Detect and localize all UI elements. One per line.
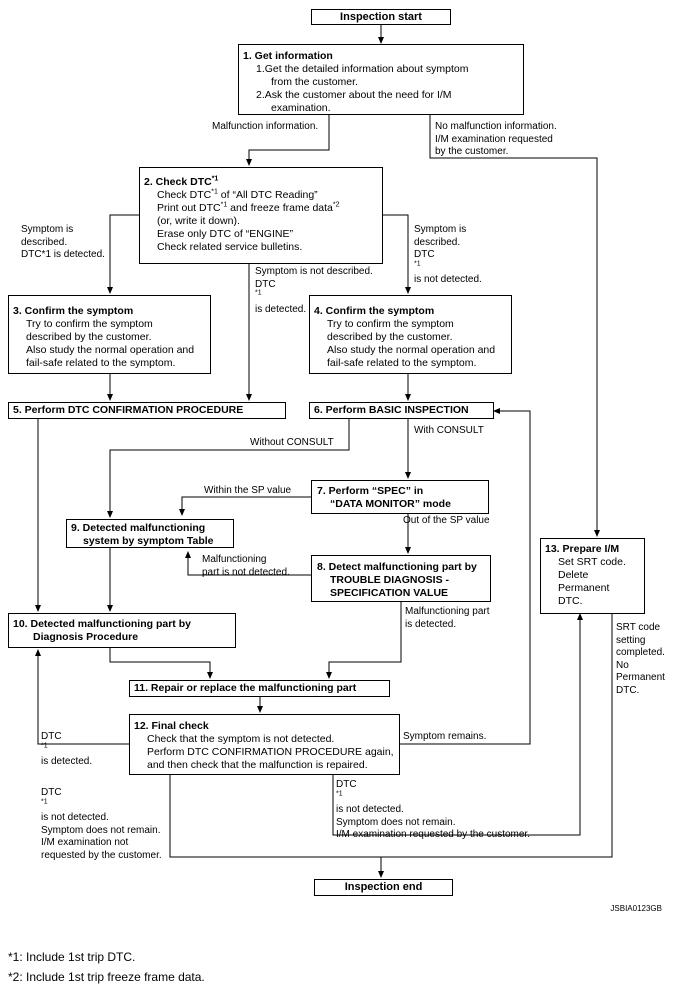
step-11-title: 11. Repair or replace the malfunctioning… [134, 682, 357, 694]
inspection-start-box: Inspection start [311, 9, 451, 25]
label-malfunction-detected: Malfunctioning part is detected. [405, 606, 490, 630]
step-10-title: 10. Detected malfunctioning part by [13, 618, 191, 630]
step-11-box: 11. Repair or replace the malfunctioning… [129, 680, 390, 697]
arrow-2-to-4 [383, 214, 411, 294]
step-5-title: 5. Perform DTC CONFIRMATION PROCEDURE [13, 404, 244, 416]
arrow-13-to-end [381, 614, 613, 858]
step-1-line: from the customer. [271, 76, 358, 88]
step-2-line: (or, write it down). [157, 215, 240, 227]
step-9-title: system by symptom Table [83, 535, 214, 547]
step-13-line: Permanent [558, 582, 610, 594]
step-10-box: 10. Detected malfunctioning part by Diag… [8, 613, 236, 648]
step-1-line: 2.Ask the customer about the need for I/… [256, 89, 452, 101]
step-7-box: 7. Perform “SPEC” in “DATA MONITOR” mode [311, 480, 489, 514]
footnote-1: *1: Include 1st trip DTC. [8, 950, 136, 964]
step-8-title: SPECIFICATION VALUE [330, 587, 449, 599]
step-9-title: 9. Detected malfunctioning [71, 522, 206, 534]
inspection-end-box: Inspection end [314, 879, 453, 896]
arrow-10-to-11 [109, 648, 213, 679]
step-1-line: examination. [271, 102, 331, 114]
figure-code: JSBIA0123GB [610, 904, 662, 913]
label-dtc-detected: DTC*1 is detected. [41, 731, 93, 767]
step-13-line: Set SRT code. [558, 556, 626, 568]
label-no-malfunction: No malfunction information. I/M examinat… [435, 121, 557, 157]
step-4-line: described by the customer. [327, 331, 453, 343]
step-1-title: 1. Get information [243, 50, 333, 62]
arrow-7-to-9 [179, 496, 311, 516]
label-symptom-described-left: Symptom is described. DTC*1 is detected. [21, 224, 105, 260]
label-with-consult: With CONSULT [414, 425, 484, 436]
arrow-8-to-9 [185, 551, 311, 576]
step-12-box: 12. Final check Check that the symptom i… [129, 714, 400, 775]
step-4-line: Try to confirm the symptom [327, 318, 454, 330]
label-without-consult: Without CONSULT [250, 437, 334, 448]
arrow-8-to-11 [326, 602, 402, 679]
label-out-of-sp: Out of the SP value [403, 515, 490, 526]
step-1-line: 1.Get the detailed information about sym… [256, 63, 469, 75]
step-7-title: “DATA MONITOR” mode [330, 498, 451, 510]
label-right-end-condition: DTC*1 is not detected. Symptom does not … [336, 779, 530, 840]
arrow-12-to-6 [400, 408, 531, 745]
step-3-line: Also study the normal operation and [26, 344, 195, 356]
label-symptom-remains: Symptom remains. [403, 731, 487, 742]
step-13-title: 13. Prepare I/M [545, 543, 620, 555]
step-12-line: Check that the symptom is not detected. [147, 733, 335, 745]
step-4-line: Also study the normal operation and [327, 344, 496, 356]
step-13-box: 13. Prepare I/M Set SRT code. Delete Per… [540, 538, 645, 614]
step-7-title: 7. Perform “SPEC” in [317, 485, 424, 497]
step-3-line: described by the customer. [26, 331, 152, 343]
arrow-1-to-2 [246, 115, 330, 166]
step-1-box: 1. Get information 1.Get the detailed in… [238, 44, 524, 115]
step-2-line: Print out DTC*1 and freeze frame data*2 [157, 201, 340, 215]
label-malfunction-not-detected: Malfunctioning part is not detected. [202, 554, 290, 578]
arrow-12-to-end [169, 775, 384, 878]
label-left-end-condition: DTC*1 is not detected. Symptom does not … [41, 787, 162, 861]
step-9-box: 9. Detected malfunctioning system by sym… [66, 519, 234, 548]
step-13-line: Delete [558, 569, 589, 581]
step-5-box: 5. Perform DTC CONFIRMATION PROCEDURE [8, 402, 286, 419]
step-6-box: 6. Perform BASIC INSPECTION [309, 402, 494, 419]
step-4-box: 4. Confirm the symptom Try to confirm th… [309, 295, 512, 374]
arrow-1-to-13 [429, 115, 600, 537]
step-8-title: TROUBLE DIAGNOSIS - [330, 574, 450, 586]
step-3-line: fail-safe related to the symptom. [26, 357, 176, 369]
footnote-2: *2: Include 1st trip freeze frame data. [8, 970, 205, 984]
step-3-line: Try to confirm the symptom [26, 318, 153, 330]
label-symptom-not-described: Symptom is not described. DTC*1 is detec… [255, 266, 373, 315]
inspection-end-label: Inspection end [344, 881, 423, 893]
label-within-sp: Within the SP value [204, 485, 292, 496]
step-3-title: 3. Confirm the symptom [13, 305, 134, 317]
step-2-title: 2. Check DTC*1 [144, 175, 219, 189]
step-4-line: fail-safe related to the symptom. [327, 357, 477, 369]
inspection-start-label: Inspection start [340, 11, 422, 23]
step-12-title: 12. Final check [134, 720, 209, 732]
step-8-title: 8. Detect malfunctioning part by [317, 561, 477, 573]
step-10-title: Diagnosis Procedure [33, 631, 139, 643]
arrow-6-to-9 [107, 419, 350, 518]
step-3-box: 3. Confirm the symptom Try to confirm th… [8, 295, 211, 374]
step-4-title: 4. Confirm the symptom [314, 305, 435, 317]
step-2-line: Erase only DTC of “ENGINE” [157, 228, 293, 240]
label-malfunction-info: Malfunction information. [212, 121, 319, 132]
step-13-line: DTC. [558, 595, 583, 607]
arrow-12-to-10 [35, 649, 129, 745]
step-2-line: Check related service bulletins. [157, 241, 303, 253]
arrow-12-to-13 [332, 613, 583, 836]
label-srt-completed: SRT code setting completed. No Permanent… [616, 622, 665, 696]
label-symptom-described-right: Symptom is described. DTC*1 is not detec… [414, 224, 482, 285]
arrow-2-to-3 [107, 214, 139, 294]
step-12-line: and then check that the malfunction is r… [147, 759, 368, 771]
step-2-box: 2. Check DTC*1 Check DTC*1 of “All DTC R… [139, 167, 383, 264]
step-2-line: Check DTC*1 of “All DTC Reading” [157, 188, 318, 202]
step-8-box: 8. Detect malfunctioning part by TROUBLE… [311, 555, 491, 602]
step-6-title: 6. Perform BASIC INSPECTION [314, 404, 469, 416]
step-12-line: Perform DTC CONFIRMATION PROCEDURE again… [147, 746, 394, 758]
